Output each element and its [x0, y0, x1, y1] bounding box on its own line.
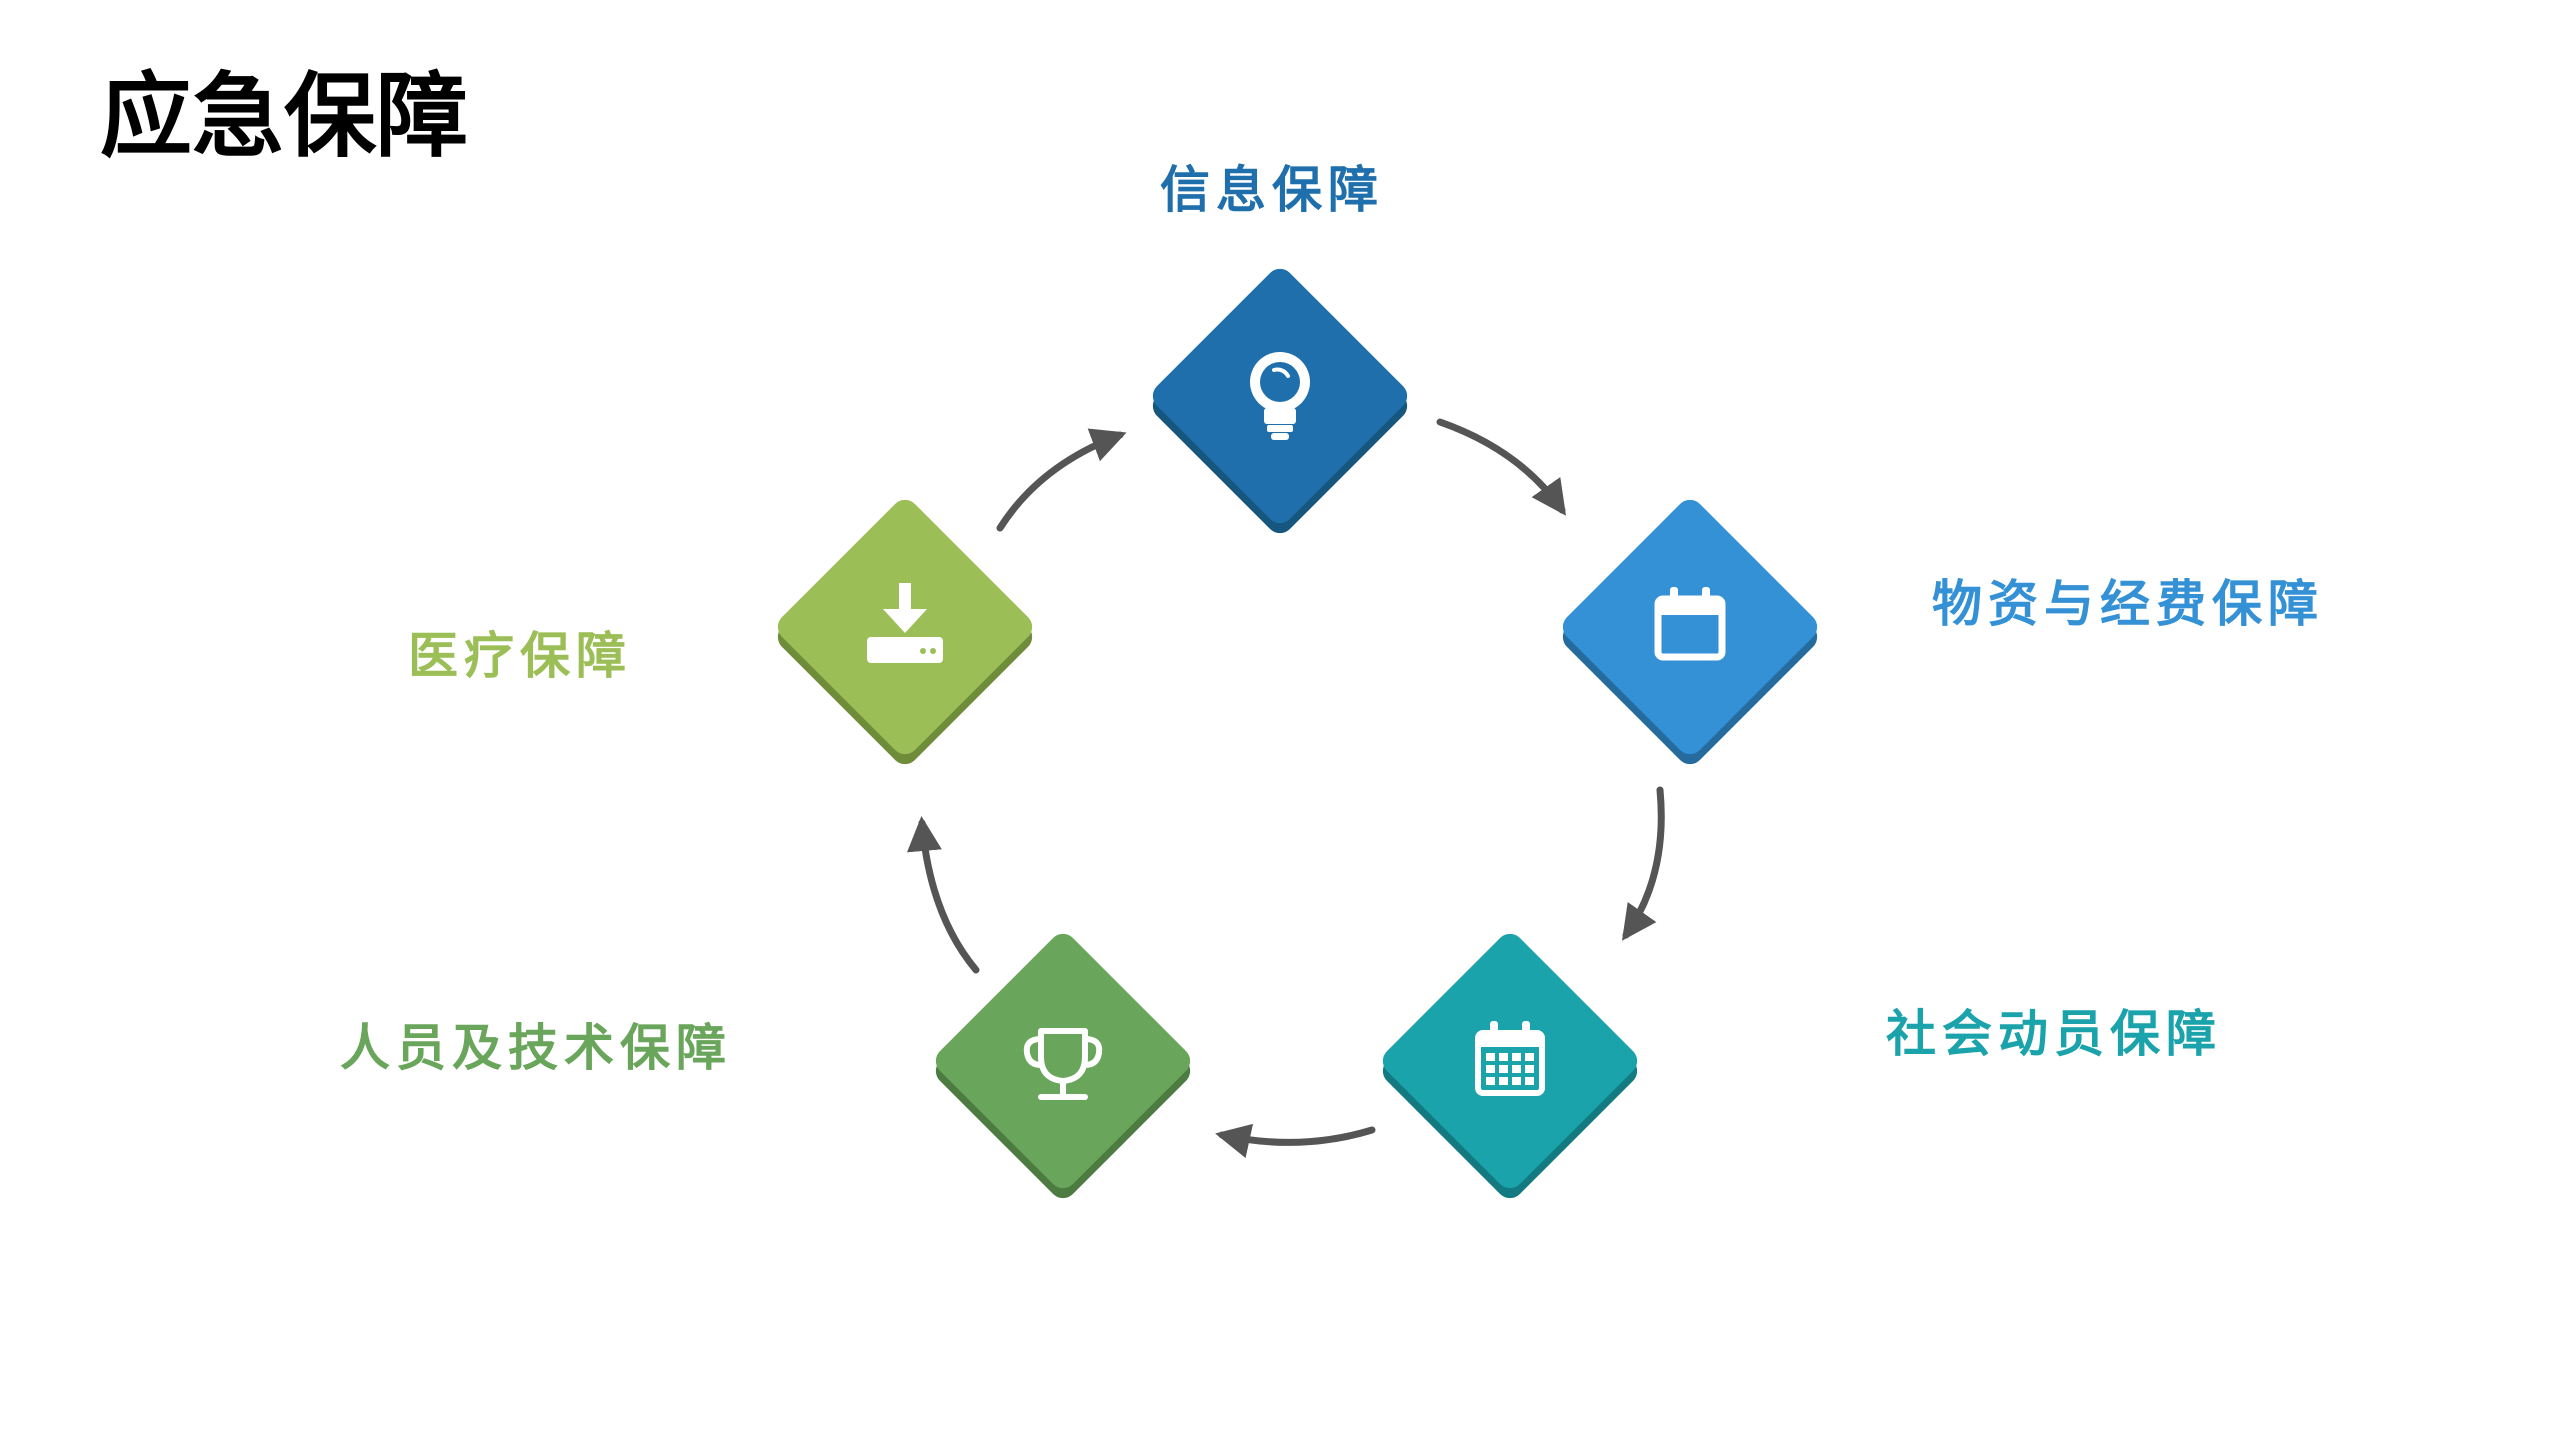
calendar-icon — [1654, 587, 1726, 661]
page-title: 应急保障 — [100, 63, 469, 170]
cycle-arrows — [906, 418, 1665, 1159]
arrow-personnel-to-medical — [906, 816, 980, 974]
label-social: 社会动员保障 — [1886, 1005, 2222, 1063]
label-material: 物资与经费保障 — [1932, 575, 2324, 633]
diamond-personnel — [935, 933, 1191, 1189]
node-material — [1562, 499, 1818, 765]
arrow-material-to-social — [1621, 786, 1665, 941]
node-personnel — [935, 933, 1191, 1199]
diamond-social — [1382, 933, 1638, 1189]
node-medical — [777, 499, 1033, 765]
arrow-info-to-material — [1436, 418, 1567, 516]
arrow-social-to-personnel — [1215, 1123, 1376, 1159]
node-info — [1152, 268, 1408, 534]
label-personnel: 人员及技术保障 — [340, 1019, 732, 1077]
label-info: 信息保障 — [1160, 161, 1384, 219]
download-icon — [867, 583, 943, 663]
lightbulb-icon — [1250, 352, 1310, 440]
trophy-icon — [1023, 1028, 1103, 1100]
diamond-material — [1562, 499, 1818, 755]
node-social — [1382, 933, 1638, 1199]
label-medical: 医疗保障 — [408, 627, 632, 685]
arrow-medical-to-info — [996, 428, 1127, 532]
calendar-grid-icon — [1475, 1021, 1545, 1096]
